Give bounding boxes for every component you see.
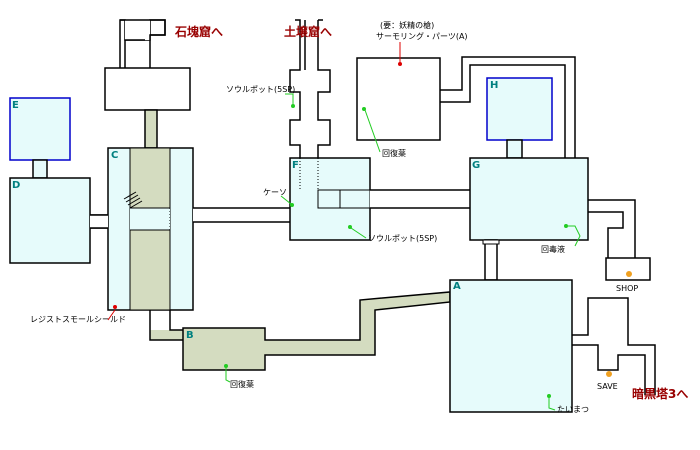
- item-soul-pot-top: ソウルポット(5SP): [226, 85, 295, 94]
- room-shop: [605, 257, 651, 281]
- corridor-g-a-cap: [482, 239, 500, 245]
- corridor-thermo: [440, 56, 576, 158]
- room-b: [182, 291, 451, 371]
- room-thermo: [356, 57, 441, 141]
- corridor-vertical-top-left: [125, 20, 150, 40]
- path-c-to-b-walls: [149, 310, 183, 341]
- room-h: [486, 77, 553, 141]
- item-heal-herb-top: 回復薬: [382, 148, 406, 158]
- marker-kuso: [290, 203, 294, 207]
- corridor-h-g: [506, 139, 523, 159]
- corridor-d-c-fill: [90, 215, 108, 228]
- leader-torch: [548, 398, 556, 411]
- corridor-d-c-walls: [90, 214, 108, 229]
- corridor-c-f-fill: [193, 208, 290, 222]
- item-fairy-spear-note: (要：妖精の槍): [380, 20, 434, 30]
- item-antidote: 回毒液: [541, 244, 565, 254]
- item-torch: たいまつ: [557, 405, 589, 414]
- marker-soul-pot-top: [291, 104, 295, 108]
- corridor-c-f-walls: [193, 207, 290, 223]
- marker-save: [606, 371, 612, 377]
- room-top-left: [104, 67, 191, 111]
- marker-torch: [547, 394, 551, 398]
- corridor-f-g-walls: [370, 189, 470, 209]
- room-label-b: B: [186, 330, 194, 341]
- leader-antidote: [568, 225, 581, 247]
- corridor-f-g-fill: [370, 190, 470, 208]
- item-heal-herb-bottom: 回復薬: [230, 379, 254, 389]
- leader-soul-pot-mid: [350, 227, 367, 239]
- item-resist-shield: レジストスモールシールド: [30, 315, 126, 324]
- room-a: [449, 279, 573, 413]
- corridor-g-a: [484, 239, 498, 281]
- path-c-to-b: [150, 310, 185, 340]
- item-thermo-parts: サーモリング・パーツ(A): [376, 31, 468, 41]
- leader-resist-shield: [107, 309, 116, 321]
- marker-shop: [626, 271, 632, 277]
- exit-earth-cave: 土壌窟へ: [284, 24, 332, 39]
- leader-kuso: [280, 195, 292, 205]
- room-g: [469, 157, 589, 241]
- item-kuso: ケーソ: [263, 188, 287, 197]
- item-soul-pot-mid: ソウルポット(5SP): [368, 234, 437, 243]
- path-c-cross: [130, 208, 170, 230]
- facility-save: SAVE: [597, 382, 618, 391]
- room-label-a: A: [453, 281, 461, 292]
- room-label-h: H: [490, 80, 498, 91]
- corridor-green-vertical-top: [144, 109, 158, 149]
- marker-resist-shield: [113, 305, 117, 309]
- exit-stone-cave: 石塊窟へ: [174, 24, 223, 39]
- leader-soul-pot-top: [285, 93, 294, 104]
- leader-heal-herb-top: [364, 109, 381, 153]
- room-label-c: C: [111, 150, 118, 161]
- corridor-f-top: [289, 19, 331, 158]
- corridor-e-d: [32, 159, 48, 179]
- marker-heal-herb-top: [362, 107, 366, 111]
- exit-dark-tower: 暗黒塔3へ: [632, 386, 688, 401]
- room-label-f: F: [292, 160, 299, 171]
- room-label-d: D: [12, 180, 20, 191]
- marker-soul-pot-mid: [348, 225, 352, 229]
- room-d: [9, 177, 91, 264]
- corridor-g-shop: [588, 199, 636, 258]
- marker-heal-herb-bottom: [224, 364, 228, 368]
- room-label-e: E: [12, 100, 19, 111]
- marker-antidote: [564, 224, 568, 228]
- room-f-inner: [317, 189, 371, 209]
- leader-heal-herb-bottom: [225, 368, 231, 383]
- stairs-icon: [123, 191, 143, 209]
- corridor-top-left-walls: [119, 19, 166, 68]
- marker-thermo: [398, 62, 402, 66]
- room-label-g: G: [472, 160, 480, 171]
- facility-shop: SHOP: [616, 284, 638, 293]
- room-e: [9, 97, 71, 161]
- corridor-a-save: [572, 297, 656, 395]
